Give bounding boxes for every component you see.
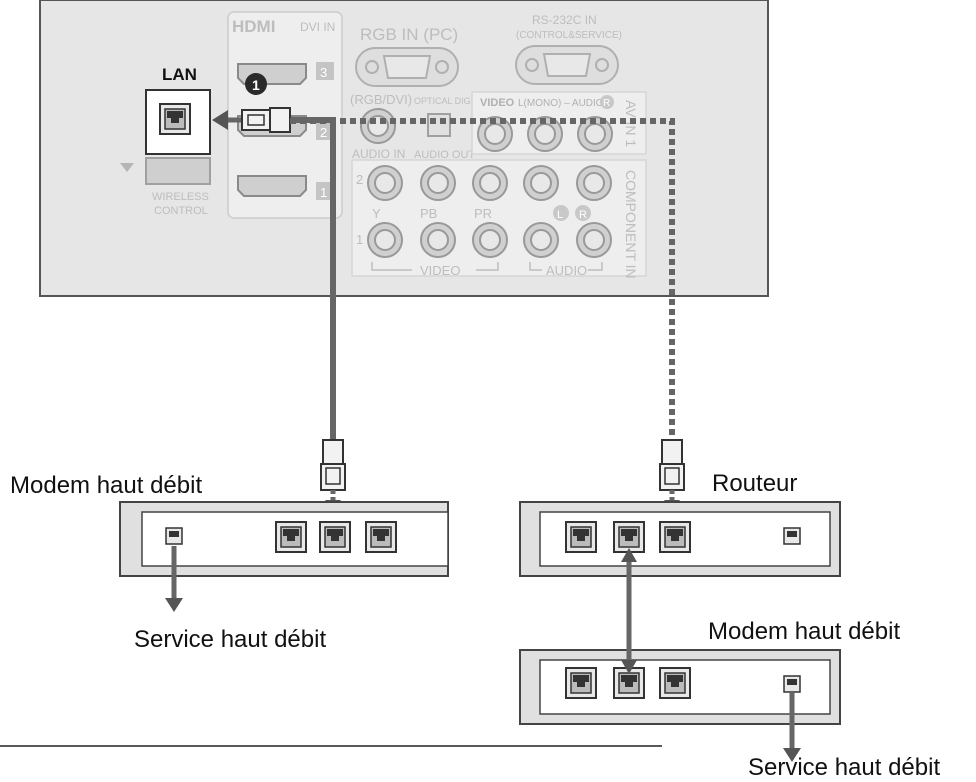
rgb-in-label: RGB IN (PC) bbox=[360, 25, 458, 44]
hdmi-number-1: 1 bbox=[320, 185, 327, 200]
router-modem-arrow-down bbox=[621, 660, 637, 674]
wireless-arrow bbox=[120, 163, 134, 172]
plug-left bbox=[320, 439, 346, 491]
router-lan-port-3 bbox=[659, 521, 691, 553]
component1-audio-l-jack bbox=[523, 222, 559, 258]
optical-out-port bbox=[427, 113, 451, 137]
r-marker-component: R bbox=[579, 209, 587, 221]
component2-audio-r-jack bbox=[576, 165, 612, 201]
service-right-label: Service haut débit bbox=[748, 754, 941, 781]
hdmi-port-1 bbox=[237, 175, 307, 197]
audio-in-jack bbox=[360, 108, 396, 144]
component-in-label: COMPONENT IN bbox=[623, 170, 639, 279]
modem-left-label: Modem haut débit bbox=[10, 472, 203, 499]
audio-in-label: AUDIO IN bbox=[352, 147, 405, 161]
rs232-label: RS-232C IN bbox=[532, 13, 597, 27]
video-bottom-label: VIDEO bbox=[420, 263, 460, 278]
modem-left-lan-port-1 bbox=[275, 521, 307, 553]
modem-right-lan-port-3 bbox=[659, 667, 691, 699]
modem-left-service-port bbox=[165, 527, 183, 545]
callout-badge bbox=[245, 73, 267, 95]
l-mono-audio-label: L(MONO) – AUDIO – bbox=[518, 98, 612, 109]
control-label: CONTROL bbox=[154, 205, 208, 217]
component2-pb-jack bbox=[420, 165, 456, 201]
component1-pr-jack bbox=[472, 222, 508, 258]
modem-left-lan-port-3 bbox=[365, 521, 397, 553]
lan-label: LAN bbox=[162, 65, 197, 84]
row-number-2: 2 bbox=[356, 172, 363, 187]
component1-y-jack bbox=[367, 222, 403, 258]
component1-pb-jack bbox=[420, 222, 456, 258]
service-right-arrow bbox=[783, 748, 801, 762]
component2-audio-l-jack bbox=[523, 165, 559, 201]
plug-right bbox=[659, 439, 685, 491]
rgb-dvi-label: (RGB/DVI) bbox=[350, 92, 412, 107]
hdmi-number-3: 3 bbox=[320, 65, 327, 80]
cable-arrow-head bbox=[212, 110, 228, 130]
modem-right-service-port bbox=[783, 675, 801, 693]
router-lan-port-1 bbox=[565, 521, 597, 553]
audio-out-label: AUDIO OUT bbox=[414, 149, 475, 161]
component2-pr-jack bbox=[472, 165, 508, 201]
wireless-port bbox=[145, 157, 211, 185]
component-pb-label: PB bbox=[420, 206, 437, 221]
router-modem-arrow-up bbox=[621, 548, 637, 562]
component-y-label: Y bbox=[372, 206, 381, 221]
router-label: Routeur bbox=[712, 470, 798, 497]
router-lan-port-2 bbox=[613, 521, 645, 553]
r-marker: R bbox=[603, 98, 610, 109]
row-number-1: 1 bbox=[356, 232, 363, 247]
component1-audio-r-jack bbox=[576, 222, 612, 258]
tv-plug-body bbox=[241, 109, 271, 131]
modem-left-lan-port-2 bbox=[319, 521, 351, 553]
component-pr-label: PR bbox=[474, 206, 492, 221]
hdmi-number-2: 2 bbox=[320, 125, 327, 140]
dotted-lan-cable bbox=[290, 118, 675, 448]
service-left-label: Service haut débit bbox=[134, 626, 327, 653]
video-label: VIDEO bbox=[480, 97, 515, 109]
tv-plug-boot bbox=[269, 107, 291, 133]
service-left-arrow bbox=[165, 598, 183, 612]
dvi-in-label: DVI IN bbox=[300, 20, 335, 34]
l-marker: L bbox=[557, 209, 563, 221]
tv-lan-port bbox=[159, 103, 191, 135]
router-wan-port bbox=[783, 527, 801, 545]
callout-number: 1 bbox=[252, 77, 260, 93]
audio-bottom-label: AUDIO bbox=[546, 263, 587, 278]
modem-right-label: Modem haut débit bbox=[708, 618, 901, 645]
rs232-sub-label: (CONTROL&SERVICE) bbox=[516, 30, 622, 41]
optical-digital-label: OPTICAL DIGITAL bbox=[414, 96, 489, 106]
tv-lan-port-frame bbox=[145, 89, 211, 155]
hdmi-logo: HDMI bbox=[232, 17, 275, 36]
wireless-label: WIRELESS bbox=[152, 191, 209, 203]
component2-y-jack bbox=[367, 165, 403, 201]
modem-right-lan-port-1 bbox=[565, 667, 597, 699]
